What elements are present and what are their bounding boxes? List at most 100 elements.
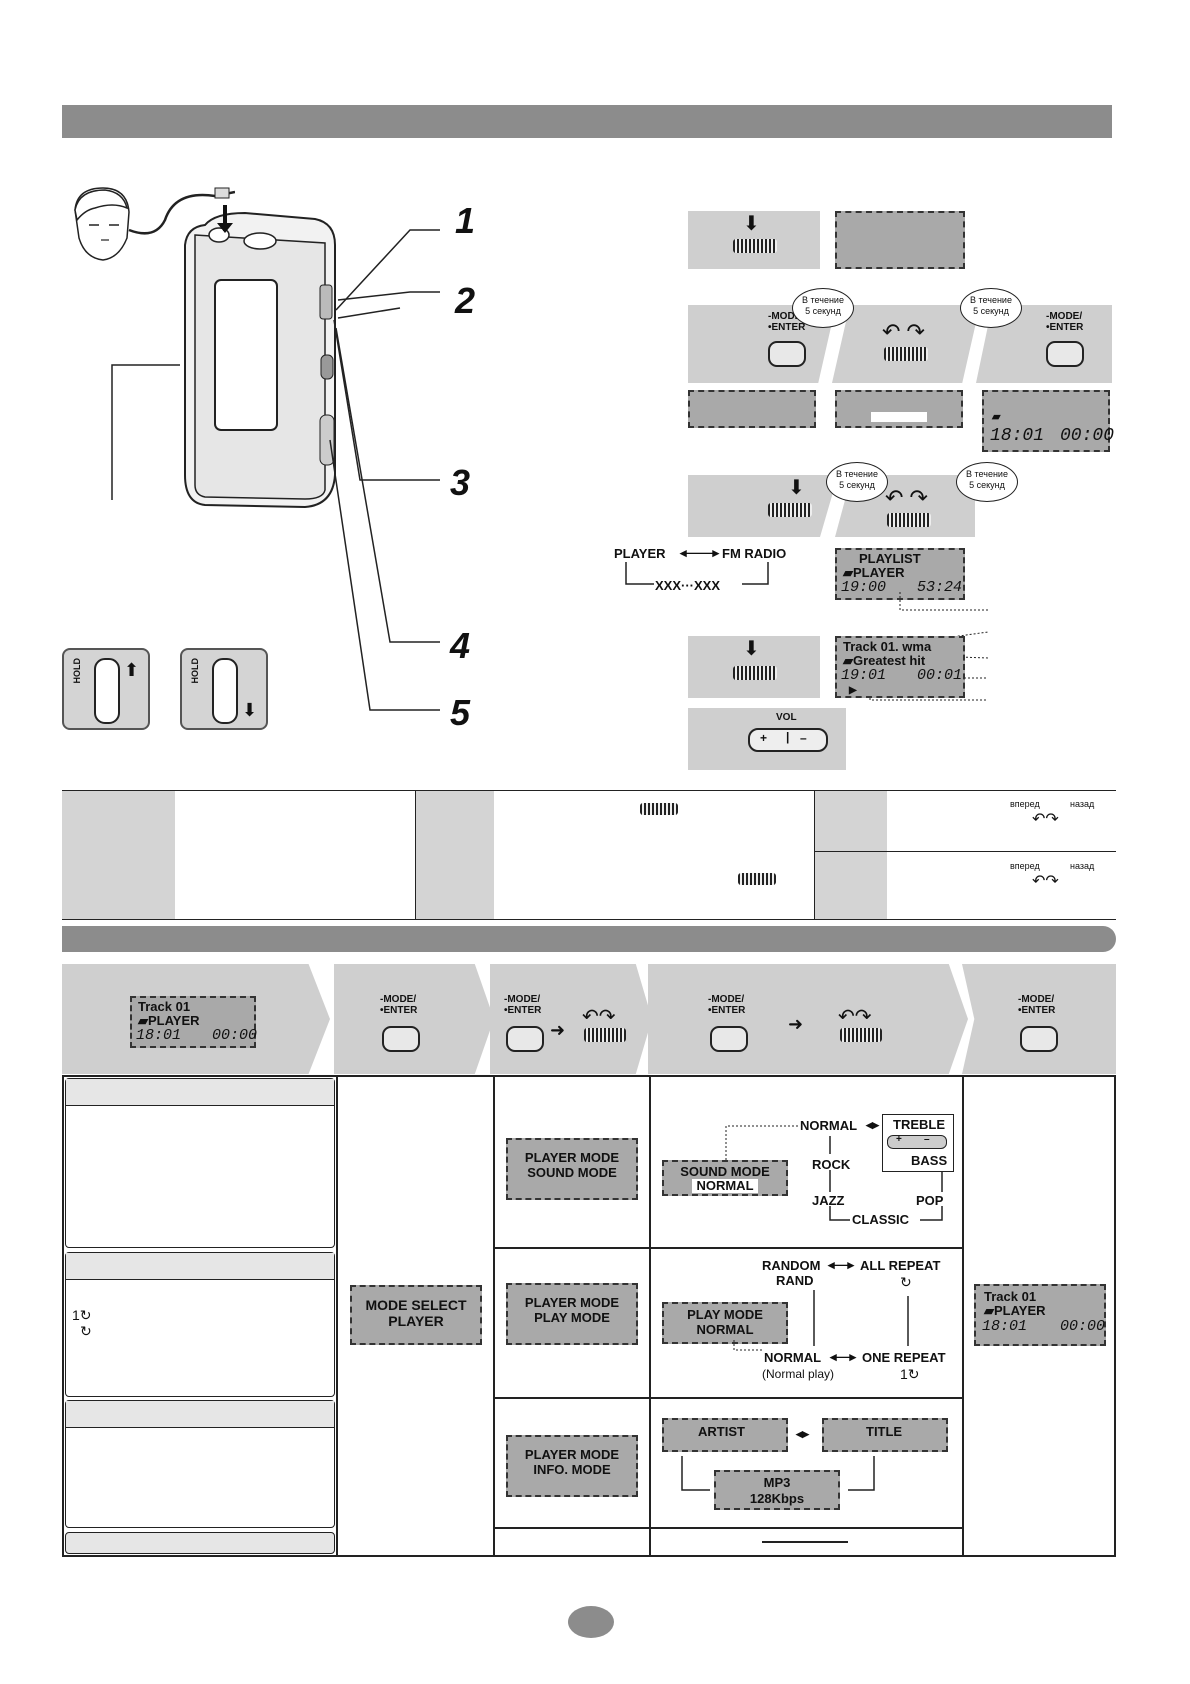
play-cycle-lines [733,1290,909,1351]
lcd-total: 00:00 [1060,426,1115,446]
row-divider-2 [495,1397,962,1399]
mode-enter-button-icon [1020,1026,1058,1052]
rotate-arrows-icon: ↶ ↷ [882,319,925,344]
sound-pop: POP [916,1193,944,1208]
rotate-arrows-icon: ↶↷ [1032,873,1059,890]
play-arrow-bottom: ◂—▸ [830,1349,857,1364]
jog-dial-icon [768,503,812,517]
ref-col-1-head [62,791,175,919]
hold-slider [94,658,120,724]
one-repeat-icon: 1↻ [900,1366,920,1382]
rotate-arrows-icon: ↶↷ [582,1006,616,1028]
mode-enter-label: -MODE/•ENTER [708,994,746,1016]
lcd-total: 00:00 [1060,1318,1106,1335]
rotate-arrows-icon: ↶ ↷ [885,485,928,510]
jog-dial-icon [733,239,777,253]
lcd-playlist: PLAYLIST ▰PLAYER 19:00 53:24 [835,548,965,600]
lcd-folder: ▰ 18:01 00:00 [982,390,1114,452]
mode-enter-label: -MODE/•ENTER [1018,994,1056,1016]
arrow-down-icon: ⬇ [788,477,805,499]
play-arrow-top: ◂—▸ [828,1257,855,1272]
vol-label: VOL [776,712,797,723]
col-divider-3 [649,1075,651,1557]
col-divider-2 [493,1075,495,1557]
ref-col-3-head [815,791,887,919]
mode-enter-button-icon [382,1026,420,1052]
play-icon: ▶ [849,685,857,696]
callout-lines [111,229,440,711]
sound-bass: BASS [911,1153,948,1168]
arrow-down-icon: ⬇ [743,638,760,660]
lcd-time: 19:00 [841,579,887,596]
ref-col-2-head [416,791,494,919]
callout-4: 4 [450,625,471,666]
arrow-down-icon: ⬇ [242,700,258,720]
step-rotate-jog-1: ↶ ↷ [832,305,980,383]
all-repeat-icon: ↻ [80,1323,92,1339]
arrow-right-icon: ➜ [550,1020,566,1040]
underline-mark [762,1541,848,1543]
jog-dial-icon [887,513,931,527]
lcd-info-mode: PLAYER MODE INFO. MODE [506,1435,638,1497]
mode-enter-button-icon [768,341,806,367]
lcd-line2: ▰Greatest hit [843,653,926,668]
lcd-mode-select: MODE SELECT PLAYER [350,1285,482,1345]
folder-icon: ▰ [843,565,853,580]
source-player: PLAYER [614,546,666,561]
mode-enter-label: -MODE/•ENTER [380,994,418,1016]
jog-back-2: назад [1070,861,1095,871]
sound-classic: CLASSIC [852,1212,910,1227]
jog-dial-icon [640,803,678,815]
all-repeat-icon: ↻ [900,1274,912,1290]
mode-enter-button-icon [1046,341,1084,367]
row-divider-1 [495,1247,962,1249]
lcd-play-mode: PLAYER MODE PLAY MODE [506,1283,638,1345]
step-mode-select: -MODE/•ENTER ➜ ↶↷ [648,964,968,1074]
lcd-total: 00:01 [917,667,963,684]
one-repeat-icon: 1↻ [72,1307,92,1323]
sound-treble: TREBLE [893,1117,945,1132]
mode-enter-label: -MODE/•ENTER [1046,311,1084,333]
lcd-line1: Track 01. wma [843,639,932,654]
lcd-line2: ▰PLAYER [138,1013,200,1028]
jog-dial-icon [733,666,777,680]
lcd-title: TITLE [822,1418,948,1452]
play-rand: RAND [776,1273,814,1288]
jog-dial-icon [840,1028,882,1042]
arrow-right-icon: ➜ [788,1014,804,1034]
sound-rock: ROCK [812,1157,851,1172]
option-box-sound [65,1078,335,1248]
lcd-mp3: MP3 128Kbps [714,1470,840,1510]
vol-rocker: +– [887,1134,947,1149]
lcd-total: 53:24 [917,579,963,596]
bubble-5-seconds-4: В течение 5 секунд [956,462,1018,502]
lcd-line1: PLAY MODE [687,1307,763,1322]
option-box-info [65,1400,335,1528]
face-illustration [74,187,235,261]
folder-icon: ▰ [138,1013,148,1028]
folder-icon: ▰ [984,1303,994,1318]
source-fm-radio: FM RADIO [722,546,787,561]
lcd-line2: PLAYER [388,1313,444,1329]
jog-forward-1: вперед [1010,799,1040,809]
lcd-line2: INFO. MODE [533,1462,611,1477]
play-all-repeat: ALL REPEAT [860,1258,941,1273]
rotate-arrows-icon: ↶↷ [1032,811,1059,828]
sound-arrow: ◂▸ [866,1117,880,1132]
option-box-exit [65,1532,335,1554]
lcd-time: 18:01 [990,426,1045,446]
mode-enter-label: -MODE/•ENTER [504,994,542,1016]
lcd-line1: SOUND MODE [680,1164,770,1179]
hold-label-1: HOLD [72,658,82,684]
row-divider-3 [495,1527,962,1529]
lcd-line1: Track 01 [984,1289,1037,1304]
lcd-artist: ARTIST [662,1418,788,1452]
col-divider-4 [962,1075,964,1557]
mode-enter-button-icon [710,1026,748,1052]
folder-icon: ▰ [992,411,1001,423]
arrow-up-icon: ⬆ [124,660,140,680]
bubble-5-seconds-1: В течение 5 секунд [792,288,854,328]
lcd-line2: ▰PLAYER [984,1303,1046,1318]
ref-divider-3 [815,851,1116,852]
lcd-line2: PLAY MODE [534,1310,610,1325]
